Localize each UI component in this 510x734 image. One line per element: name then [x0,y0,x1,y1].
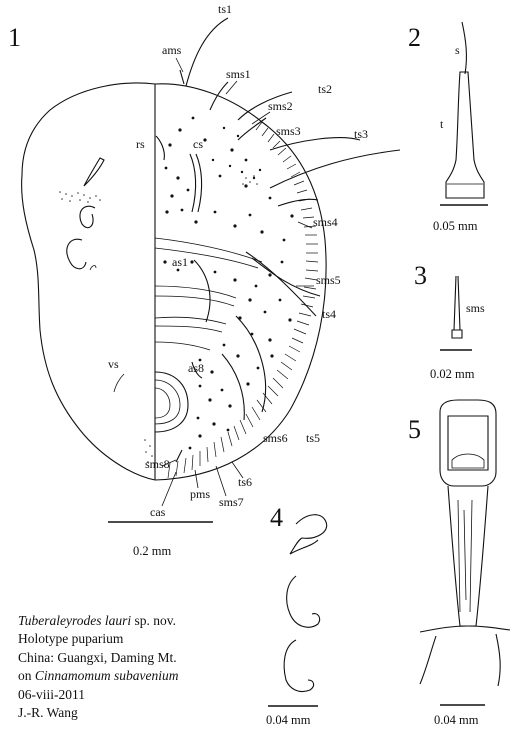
caption-line-date: 06-viii-2011 [18,686,85,702]
abdominal-segments [154,237,263,351]
caption-host: Cinnamomum subavenium [34,668,179,684]
label-cas: cas [150,505,166,519]
figure-4-legs: 4 0.04 mm [266,503,328,727]
caption-species-suffix: sp. nov. [131,613,177,628]
figure-3-seta: 3 sms 0.02 mm [414,261,485,381]
label-sms8: sms8 [145,457,170,471]
caudal-margin [419,625,510,633]
seta-s [461,21,467,75]
label-as8: as8 [188,361,204,375]
label-sms2: sms2 [268,99,293,113]
label-sms6: sms6 [263,431,288,445]
ventral-leg-1 [83,157,105,187]
ventral-leg-2 [79,205,96,229]
scale-label-5: 0.04 mm [434,713,479,727]
vs-seta [113,373,125,393]
leg-4-middle [286,575,321,628]
scale-label-1: 0.2 mm [133,544,171,558]
marginal-teeth [167,121,319,479]
label-sms5: sms5 [316,273,341,287]
dorsal-pores [163,116,294,450]
puparium-outline-right [154,83,327,481]
leg-4-lower [283,639,315,693]
figure-5-vasiform-orifice: 5 0.04 mm [408,399,510,727]
label-ts6: ts6 [238,475,252,489]
label-rs: rs [136,137,145,151]
label-ts2: ts2 [318,82,332,96]
lingula [447,485,489,627]
label-vs: vs [108,357,119,371]
figure-2-number: 2 [408,23,421,52]
label-sms: sms [466,301,485,315]
caption-species: Tuberaleyrodes lauri [18,613,132,628]
caudal-seta-left [419,635,437,685]
scale-label-4: 0.04 mm [266,713,311,727]
label-ts3: ts3 [354,127,368,141]
scale-label-2: 0.05 mm [433,219,478,233]
label-sms3: sms3 [276,124,301,138]
caption-line-locality: China: Guangxi, Daming Mt. [18,649,177,665]
tubercle-t [445,71,485,199]
figure-caption: Tuberaleyrodes lauri sp. nov. Holotype p… [18,612,318,722]
label-leaders [161,57,314,507]
figure-2-seta: 2 s t 0.05 mm [408,21,488,233]
caption-line-holotype: Holotype puparium [18,631,124,647]
label-ts4: ts4 [322,307,336,321]
label-ts1: ts1 [218,2,232,16]
label-cs: cs [193,137,203,151]
caption-line-host: on Cinnamomum subavenium [18,667,318,685]
label-t: t [440,117,444,131]
puparium-outline [21,82,156,481]
scale-label-3: 0.02 mm [430,367,475,381]
figure-5-number: 5 [408,415,421,444]
figure-3-number: 3 [414,261,427,290]
label-sms1: sms1 [226,67,251,81]
figure-1-labels: ts1 ams sms1 ts2 sms2 sms3 ts3 rs cs sms… [108,2,368,519]
caption-line-collector: J.-R. Wang [18,705,78,721]
operculum [451,453,485,469]
leg-4-upper [289,514,328,555]
label-ts5: ts5 [306,431,320,445]
setae [155,17,401,463]
stipple-patches [59,175,258,463]
label-sms4: sms4 [313,215,338,229]
caption-line-species: Tuberaleyrodes lauri sp. nov. [18,612,318,630]
label-s: s [455,43,460,57]
figure-1-puparium: 1 [8,2,401,558]
seta-sms [453,275,461,331]
label-pms: pms [190,487,210,501]
vasiform-orifice [154,371,189,433]
orifice-outline [439,399,497,487]
label-ams: ams [162,43,182,57]
ventral-leg-3 [66,238,87,270]
caudal-seta-right [495,633,501,687]
figure-4-number: 4 [270,503,283,532]
label-as1: as1 [172,255,188,269]
caption-host-prefix: on [18,668,35,684]
figure-1-number: 1 [8,23,21,52]
label-sms7: sms7 [219,495,244,509]
